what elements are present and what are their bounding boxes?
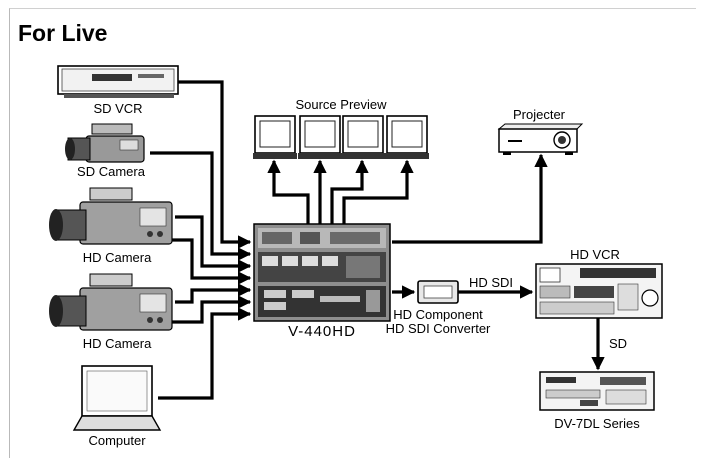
diagram-frame	[9, 8, 696, 458]
hd-camera-2-line-b	[170, 295, 252, 324]
sd-camera-label: SD Camera	[77, 164, 146, 179]
hd-camera-1-line-b	[170, 238, 252, 285]
preview-monitor-3	[341, 115, 385, 159]
preview-line-1	[267, 159, 310, 226]
sd-camera-device	[65, 123, 145, 163]
computer-device	[72, 365, 162, 431]
recorder-label: DV-7DL Series	[554, 416, 640, 431]
converter-device	[417, 280, 459, 304]
preview-line-3	[330, 159, 369, 226]
hd-vcr-device	[535, 263, 663, 319]
sd-camera-line	[150, 151, 252, 261]
switcher-device	[253, 223, 391, 322]
projector-line	[392, 153, 548, 244]
preview-line-4	[342, 159, 414, 226]
hd-camera-1-label: HD Camera	[83, 250, 152, 265]
source-preview-label: Source Preview	[295, 97, 387, 112]
projector-label: Projecter	[513, 107, 566, 122]
hd-camera-1-line-a	[175, 215, 252, 273]
converter-label-line2: HD SDI Converter	[386, 321, 491, 336]
computer-label: Computer	[88, 433, 146, 448]
hd-sdi-label: HD SDI	[469, 275, 513, 290]
projector-device	[497, 123, 584, 155]
sd-label: SD	[609, 336, 627, 351]
preview-monitor-1	[253, 115, 297, 159]
converter-label-line1: HD Component	[393, 307, 483, 322]
page-title: For Live	[18, 20, 107, 46]
preview-monitor-4	[385, 115, 429, 159]
computer-line	[158, 307, 252, 400]
sd-vcr-device	[57, 65, 179, 98]
hd-camera-1-device	[49, 187, 173, 245]
hd-camera-2-line-a	[175, 283, 252, 304]
hd-vcr-label: HD VCR	[570, 247, 620, 262]
switcher-label: V-440HD	[288, 323, 356, 340]
hd-camera-2-label: HD Camera	[83, 336, 152, 351]
sd-vcr-line	[178, 80, 252, 249]
sd-vcr-label: SD VCR	[93, 101, 142, 116]
preview-monitor-2	[298, 115, 342, 159]
recorder-device	[539, 371, 655, 411]
hd-camera-2-device	[49, 273, 173, 331]
